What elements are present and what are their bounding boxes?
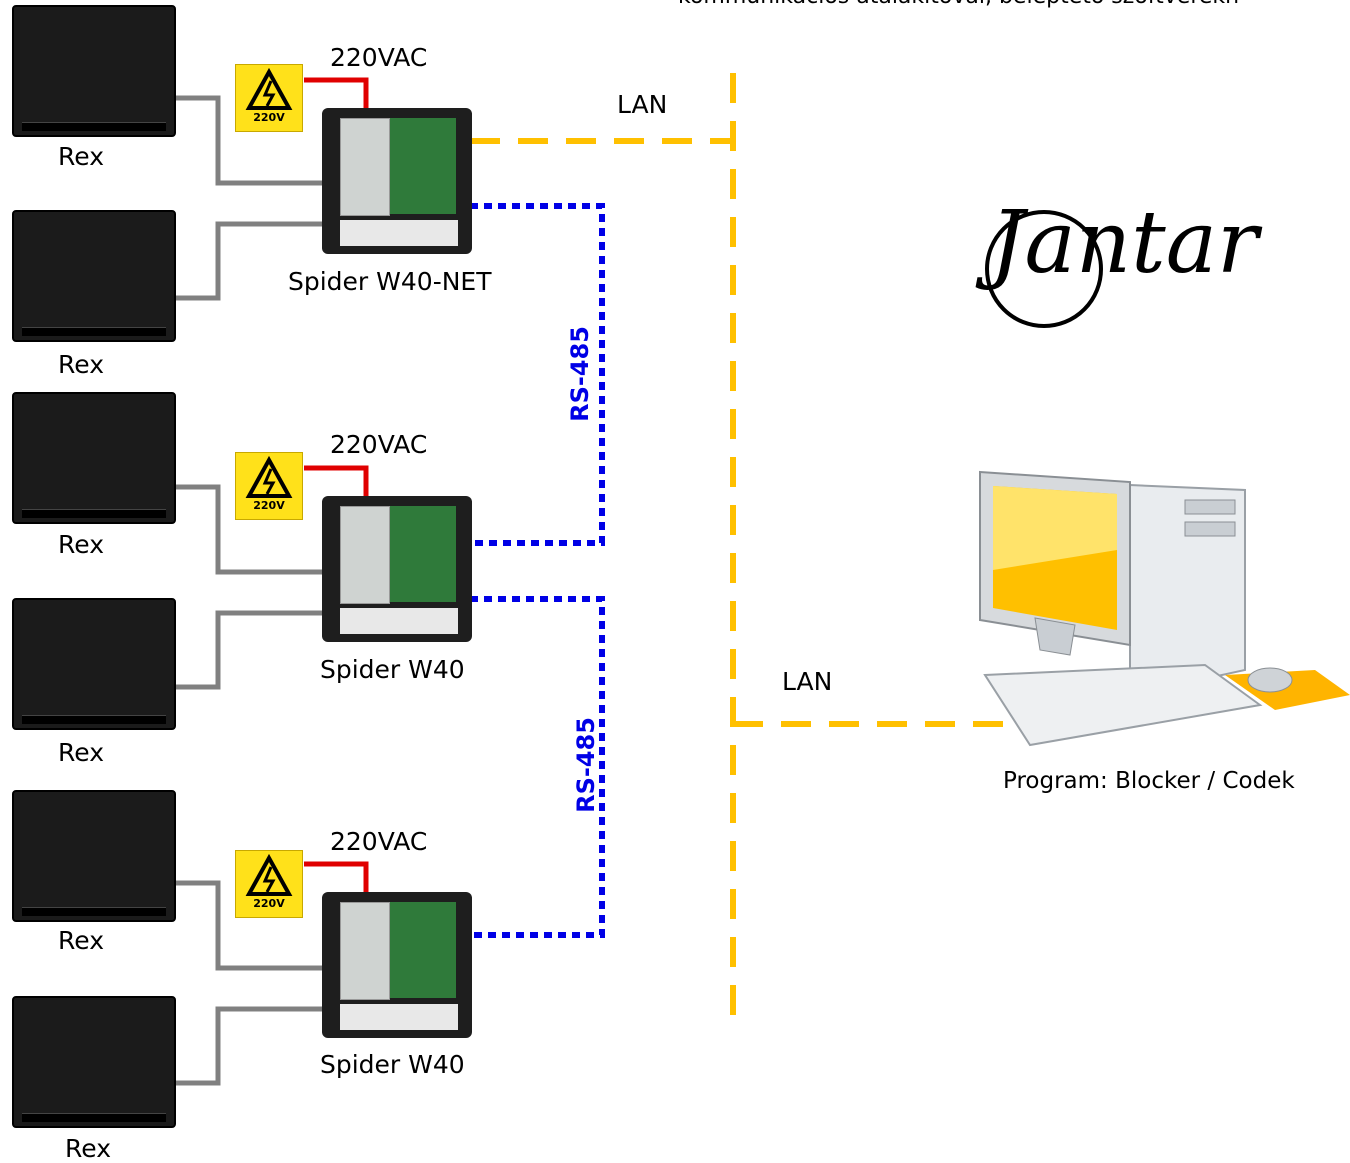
reader-5: [12, 790, 176, 922]
reader-6-label: Rex: [65, 1134, 111, 1163]
power-wires: [304, 77, 369, 896]
controller-1-name: Spider W40-NET: [288, 267, 492, 296]
reader-5-label: Rex: [58, 926, 104, 955]
header-note: kommunikációs átalakítóval, beléptető sz…: [678, 0, 1239, 8]
controller-2-name: Spider W40: [320, 655, 465, 684]
high-voltage-icon: 220V: [235, 452, 303, 520]
warning-label-2: 220V: [253, 499, 285, 512]
reader-4-label: Rex: [58, 738, 104, 767]
jantar-logo: Jantar: [990, 193, 1259, 293]
reader-wire-2: [172, 221, 328, 301]
reader-wire-6: [172, 1006, 328, 1086]
power-wire-3: [304, 861, 369, 896]
reader-4: [12, 598, 176, 730]
reader-wire-1: [172, 95, 328, 186]
reader-wire-5: [172, 880, 328, 971]
warning-label-1: 220V: [253, 111, 285, 124]
computer-icon: [945, 460, 1350, 760]
rs485-link-a: [470, 203, 605, 546]
reader-2-label: Rex: [58, 350, 104, 379]
power-label-1: 220VAC: [330, 43, 428, 72]
reader-1-label: Rex: [58, 142, 104, 171]
rs485-link-b: [470, 596, 605, 938]
power-wire-2: [304, 465, 369, 500]
power-label-2: 220VAC: [330, 430, 428, 459]
controller-3-name: Spider W40: [320, 1050, 465, 1079]
controller-2: [322, 496, 472, 642]
controller-3: [322, 892, 472, 1038]
reader-wires: [172, 95, 328, 1086]
power-wire-1: [304, 77, 369, 112]
rs485-lines: [470, 203, 605, 938]
reader-3: [12, 392, 176, 524]
lan-label-top: LAN: [617, 90, 668, 119]
lan-lines: [470, 73, 1045, 1025]
power-label-3: 220VAC: [330, 827, 428, 856]
high-voltage-icon: 220V: [235, 850, 303, 918]
warning-label-3: 220V: [253, 897, 285, 910]
reader-3-label: Rex: [58, 530, 104, 559]
reader-2: [12, 210, 176, 342]
controller-1: [322, 108, 472, 254]
reader-6: [12, 996, 176, 1128]
lan-label-bottom: LAN: [782, 667, 833, 696]
rs485-label-b: RS-485: [571, 717, 600, 813]
reader-1: [12, 5, 176, 137]
rs485-label-a: RS-485: [565, 326, 594, 422]
high-voltage-icon: 220V: [235, 64, 303, 132]
pc-caption: Program: Blocker / Codek: [1003, 768, 1295, 794]
reader-wire-3: [172, 484, 328, 575]
logo-circle: [985, 210, 1103, 328]
reader-wire-4: [172, 610, 328, 690]
